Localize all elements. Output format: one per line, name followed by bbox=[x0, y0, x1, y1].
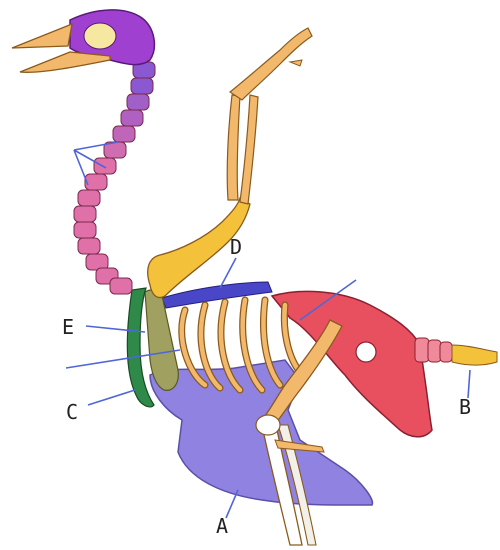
label-d: D bbox=[230, 237, 242, 257]
label-a: A bbox=[216, 516, 228, 536]
caudal-vertebrae bbox=[415, 338, 452, 362]
radius-ulna bbox=[227, 95, 258, 204]
pointer-d bbox=[220, 258, 236, 288]
pointer-c bbox=[88, 390, 135, 405]
digit bbox=[290, 60, 302, 66]
cervical-vertebrae bbox=[74, 62, 155, 294]
pointer-b bbox=[468, 370, 470, 398]
label-b: B bbox=[459, 397, 471, 417]
acetabulum-hole bbox=[356, 342, 376, 362]
pygostyle bbox=[452, 345, 497, 365]
scapula bbox=[162, 282, 272, 308]
upper-beak bbox=[12, 24, 72, 48]
label-e: E bbox=[62, 317, 74, 337]
label-c: C bbox=[66, 402, 78, 422]
eye-orbit bbox=[84, 23, 116, 49]
knee-joint bbox=[256, 415, 280, 435]
lower-jaw bbox=[20, 52, 110, 72]
